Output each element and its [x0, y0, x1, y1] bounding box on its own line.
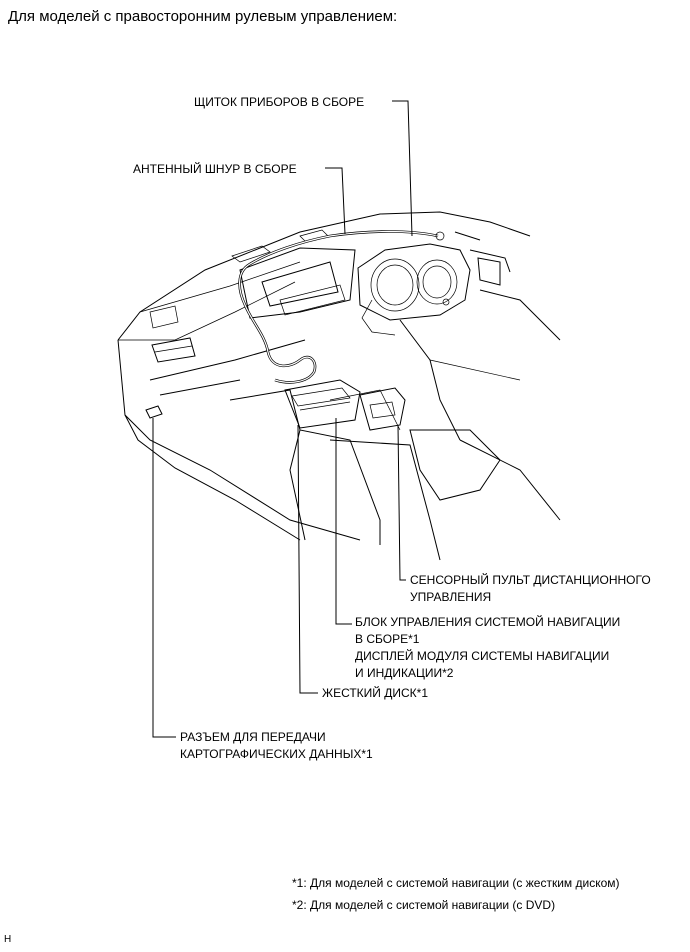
page-heading: Для моделей с правосторонним рулевым упр…: [8, 8, 398, 25]
label-nav-display: ДИСПЛЕЙ МОДУЛЯ СИСТЕМЫ НАВИГАЦИИ И ИНДИК…: [355, 648, 609, 682]
label-touch-remote-line1: СЕНСОРНЫЙ ПУЛЬТ ДИСТАНЦИОННОГО: [410, 573, 651, 587]
label-antenna-cord: АНТЕННЫЙ ШНУР В СБОРЕ: [133, 162, 297, 176]
label-hard-disk: ЖЕСТКИЙ ДИСК*1: [322, 686, 429, 700]
label-map-connector-line2: КАРТОГРАФИЧЕСКИХ ДАННЫХ*1: [180, 747, 373, 761]
dashboard-outline: [117, 211, 531, 541]
label-nav-ecu-line2: В СБОРЕ*1: [355, 632, 420, 646]
center-console: [284, 379, 501, 561]
label-touch-remote-line2: УПРАВЛЕНИЯ: [410, 590, 492, 604]
footnote-1: *1: Для моделей с системой навигации (с …: [292, 876, 620, 890]
leader-lines: [152, 100, 413, 738]
footnote-2: *2: Для моделей с системой навигации (с …: [292, 898, 556, 912]
label-map-connector-line1: РАЗЪЕМ ДЛЯ ПЕРЕДАЧИ: [180, 730, 326, 744]
map-data-connector: [145, 405, 163, 419]
label-nav-display-line1: ДИСПЛЕЙ МОДУЛЯ СИСТЕМЫ НАВИГАЦИИ: [355, 649, 610, 663]
center-stack: [229, 247, 401, 545]
label-nav-display-line2: И ИНДИКАЦИИ*2: [355, 666, 454, 680]
instrument-cluster: [357, 243, 471, 336]
label-touch-remote: СЕНСОРНЫЙ ПУЛЬТ ДИСТАНЦИОННОГО УПРАВЛЕНИ…: [410, 572, 651, 606]
dashboard-right: [399, 231, 561, 521]
label-instrument-cluster: ЩИТОК ПРИБОРОВ В СБОРЕ: [194, 95, 365, 109]
label-nav-ecu-line1: БЛОК УПРАВЛЕНИЯ СИСТЕМОЙ НАВИГАЦИИ: [355, 615, 621, 629]
antenna-cord: [238, 230, 445, 384]
figure-code: H: [4, 934, 12, 945]
label-map-connector: РАЗЪЕМ ДЛЯ ПЕРЕДАЧИ КАРТОГРАФИЧЕСКИХ ДАН…: [180, 729, 373, 763]
label-nav-ecu: БЛОК УПРАВЛЕНИЯ СИСТЕМОЙ НАВИГАЦИИ В СБО…: [355, 614, 620, 648]
